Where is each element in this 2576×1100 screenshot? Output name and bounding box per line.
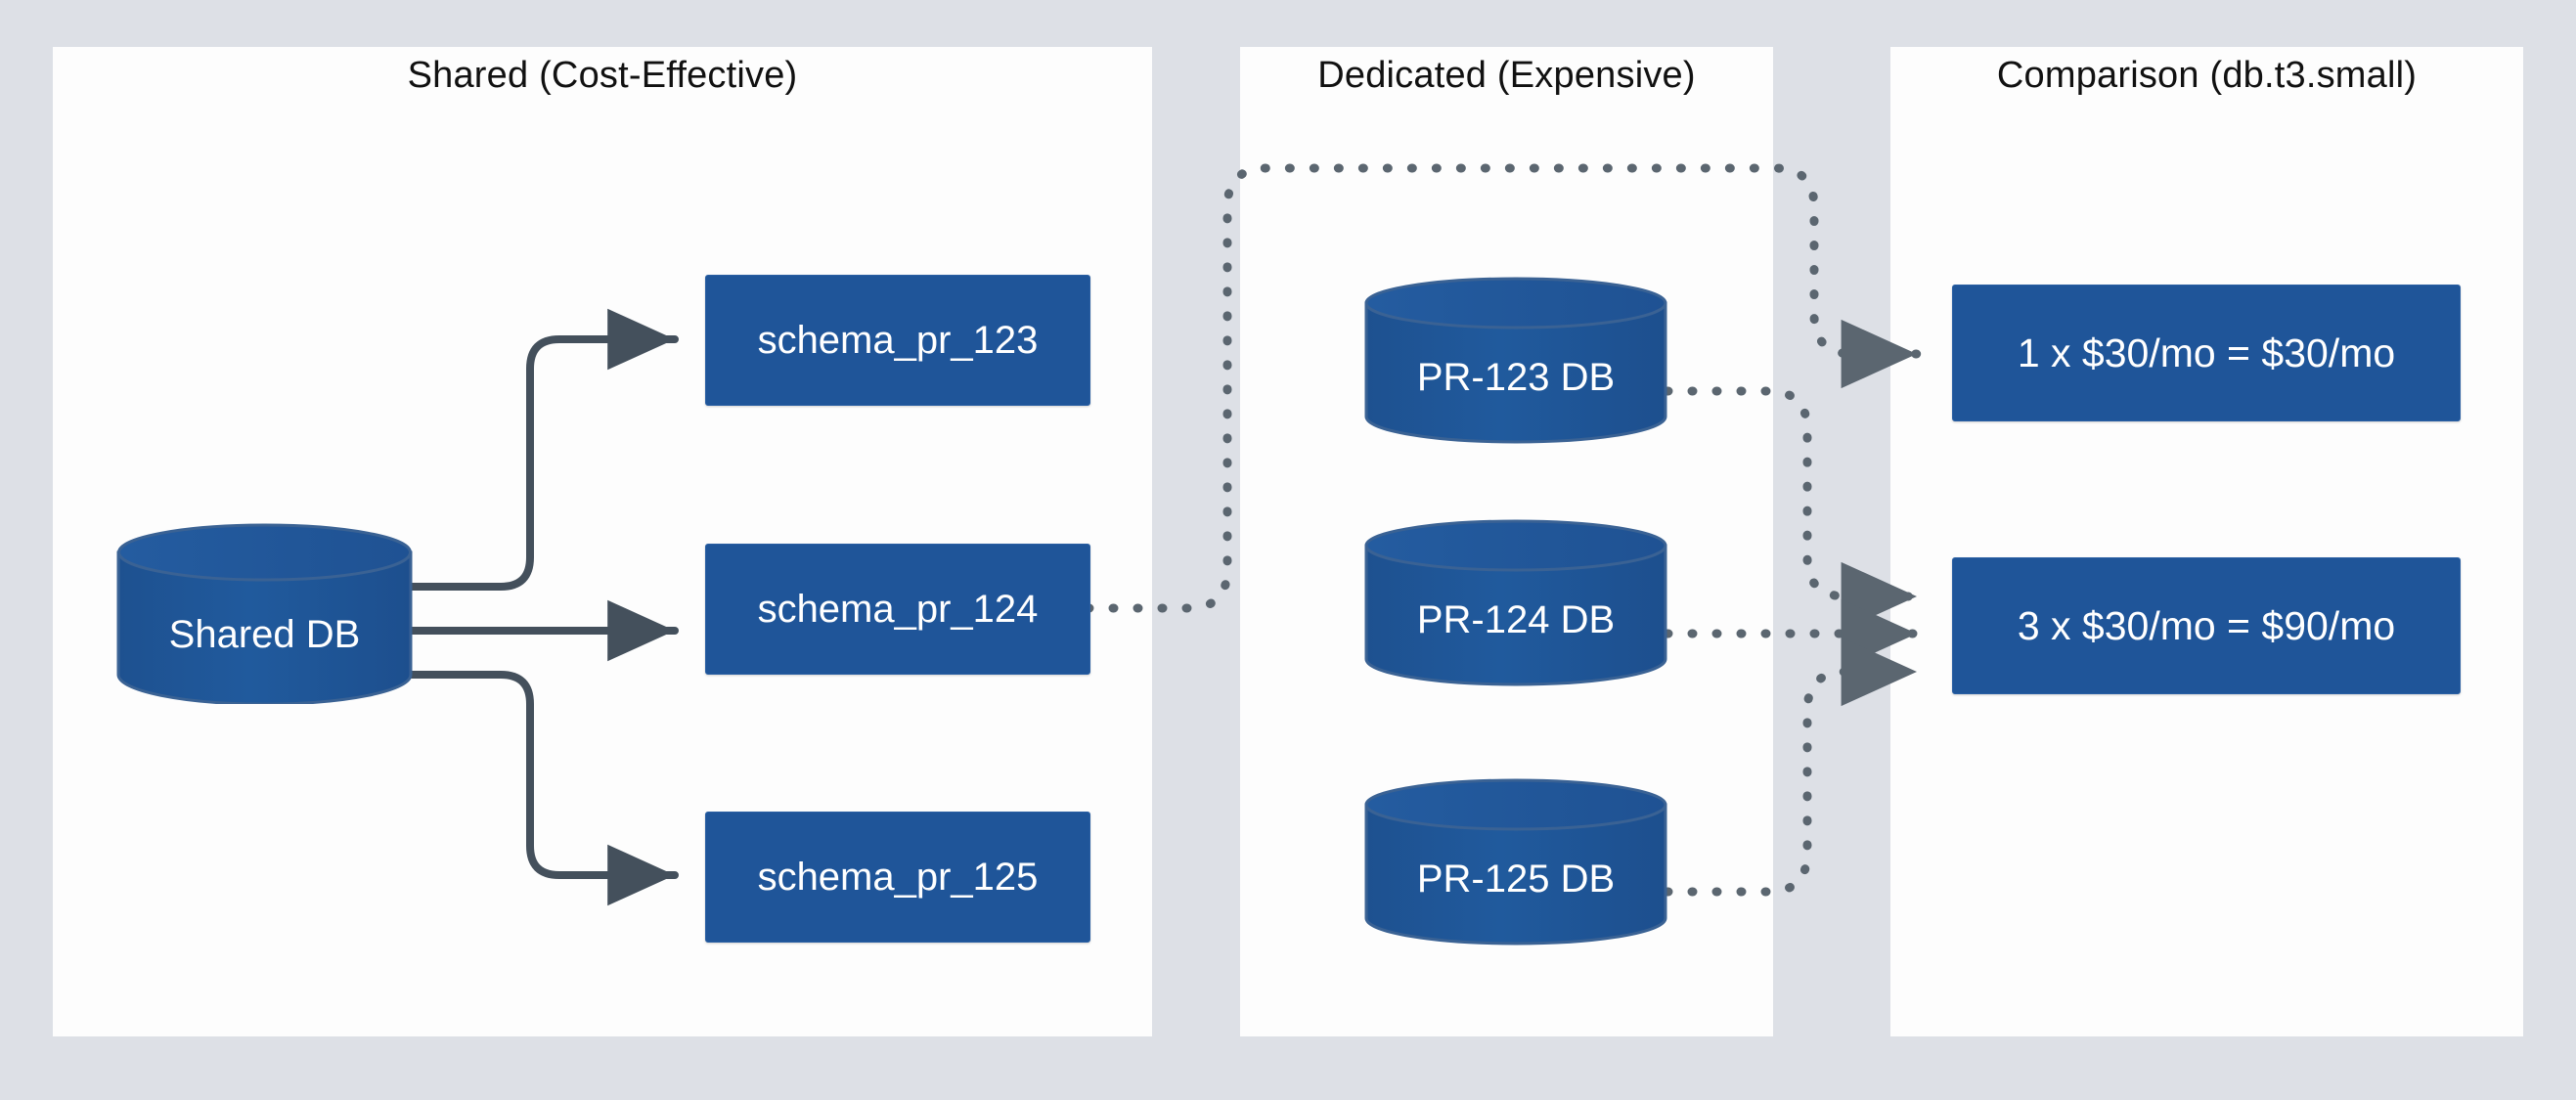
cost-box-single-label: 1 x $30/mo = $30/mo (2017, 330, 2396, 375)
schema-box-pr-125-label: schema_pr_125 (757, 855, 1039, 899)
shared-db-cylinder[interactable]: Shared DB (115, 523, 414, 704)
cost-box-triple[interactable]: 3 x $30/mo = $90/mo (1952, 557, 2461, 694)
panel-shared-title: Shared (Cost-Effective) (407, 55, 798, 96)
schema-box-pr-124[interactable]: schema_pr_124 (705, 544, 1090, 675)
dedicated-db-cylinder-pr-124[interactable]: PR-124 DB (1363, 518, 1668, 686)
panel-dedicated-title: Dedicated (Expensive) (1317, 55, 1696, 96)
panel-comparison-title: Comparison (db.t3.small) (1996, 55, 2418, 96)
dedicated-db-cylinder-pr-125[interactable]: PR-125 DB (1363, 777, 1668, 946)
dedicated-db-cylinder-pr-123[interactable]: PR-123 DB (1363, 276, 1668, 444)
schema-box-pr-123[interactable]: schema_pr_123 (705, 275, 1090, 406)
schema-box-pr-124-label: schema_pr_124 (757, 587, 1039, 631)
schema-box-pr-123-label: schema_pr_123 (757, 318, 1039, 362)
cost-box-single[interactable]: 1 x $30/mo = $30/mo (1952, 285, 2461, 421)
schema-box-pr-125[interactable]: schema_pr_125 (705, 812, 1090, 943)
panel-comparison: Comparison (db.t3.small) (1890, 47, 2523, 1036)
cost-box-triple-label: 3 x $30/mo = $90/mo (2017, 602, 2396, 648)
